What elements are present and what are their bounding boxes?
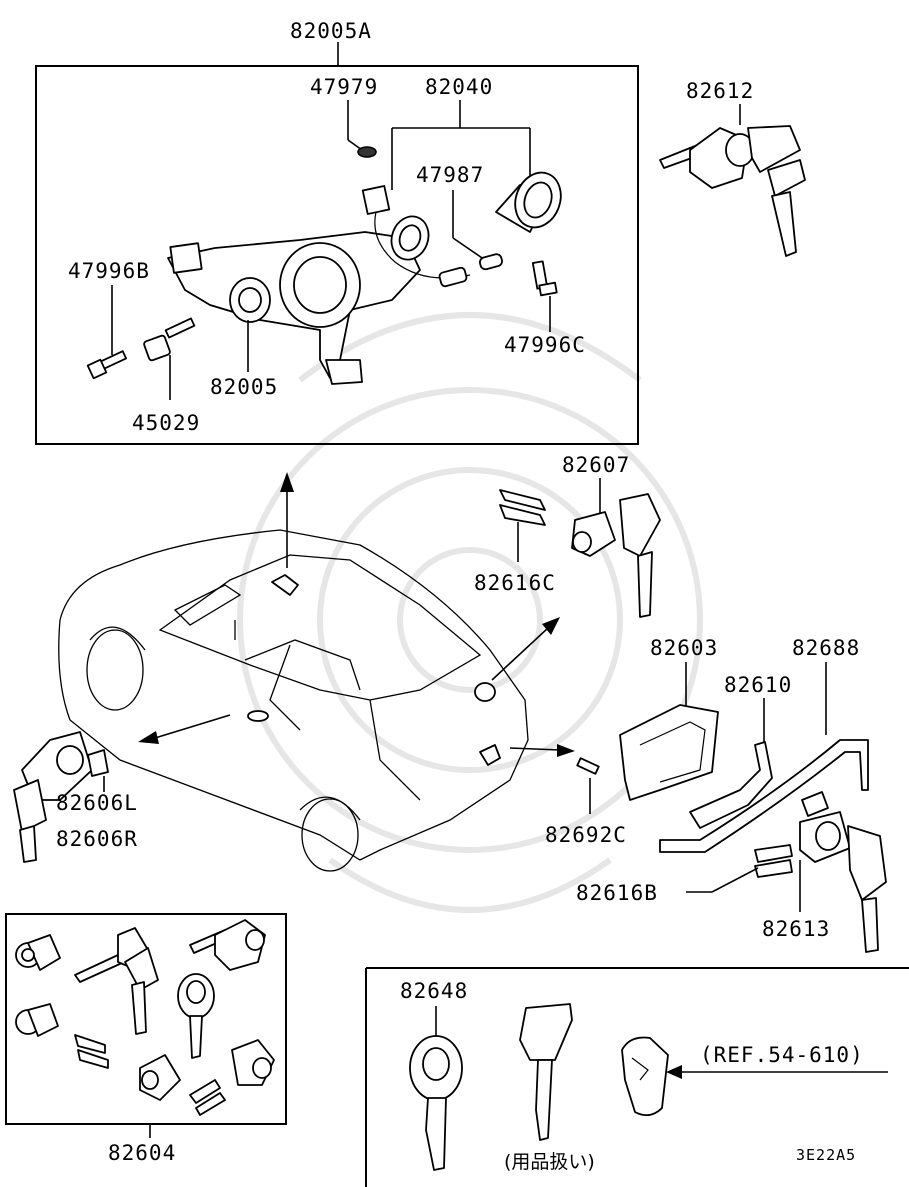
accessory-key-blank: [519, 1003, 573, 1141]
car-door-handle-mark: [247, 710, 269, 722]
label-82688: 82688: [792, 636, 860, 660]
label-47987: 47987: [416, 163, 484, 187]
label-45029: 45029: [132, 411, 200, 435]
vehicle-body-outline: [58, 529, 529, 872]
label-82606R: 82606R: [56, 827, 138, 851]
part-82603-lock-housing: [619, 704, 719, 801]
keyless-remote-fob: [621, 1036, 669, 1117]
part-82648-key: [409, 1035, 463, 1171]
accessory-keys-area: 82648 (用品扱い) (REF.54-610) 3E22A5: [365, 967, 909, 1187]
watermark-emblem: [237, 312, 703, 913]
set-fuel-cylinder: [15, 1003, 59, 1037]
part-82692C-screw: 82692C: [545, 757, 627, 847]
label-47979: 47979: [310, 75, 378, 99]
label-82616C: 82616C: [474, 571, 556, 595]
set-key-2: [124, 947, 159, 1035]
set-door-cylinder: [15, 934, 61, 971]
set-cylinder-3: [231, 1039, 275, 1086]
label-82610: 82610: [724, 673, 792, 697]
label-82613: 82613: [762, 917, 830, 941]
accessory-note: (用品扱い): [504, 1151, 595, 1173]
label-82005: 82005: [210, 375, 278, 399]
part-82610-rod: [689, 741, 773, 829]
set-cylinder-2: [139, 1054, 181, 1101]
car-ignition-mark: [271, 574, 299, 596]
part-82607-lock-cylinder: 82607: [562, 453, 661, 618]
label-82692C: 82692C: [545, 823, 627, 847]
car-fuel-door-mark: [474, 682, 496, 702]
part-82612-ignition-cylinder: 82612: [659, 79, 806, 257]
label-82612: 82612: [686, 79, 754, 103]
label-82607: 82607: [562, 453, 630, 477]
label-82005A: 82005A: [290, 19, 372, 43]
label-82648: 82648: [400, 979, 468, 1003]
label-82604: 82604: [108, 1141, 176, 1165]
lock-set-box: 82604: [5, 913, 287, 1165]
part-82616C-clip: 82616C: [474, 489, 556, 595]
part-82040-ring: [495, 171, 562, 233]
label-82040: 82040: [425, 75, 493, 99]
set-ignition-cylinder: [189, 919, 266, 971]
part-45029-shear-bolt: [143, 317, 196, 362]
label-47996B: 47996B: [68, 259, 150, 283]
part-47996B-bolt: [86, 350, 127, 380]
part-47979-plug: [357, 146, 377, 158]
part-82616B-clip: 82616B: [576, 844, 793, 905]
label-47996C: 47996C: [504, 333, 586, 357]
part-82613-lock-cylinder: 82613: [762, 791, 887, 953]
label-82606L: 82606L: [56, 791, 138, 815]
part-82606-door-cylinder: 82606L 82606R: [13, 731, 138, 863]
label-82603: 82603: [650, 636, 718, 660]
location-arrows: [138, 472, 575, 757]
set-key-3: [177, 973, 215, 1059]
label-82616B: 82616B: [576, 881, 658, 905]
tailgate-lock-group: 82603 82610 82688: [619, 636, 869, 853]
part-47987-bulb: [479, 253, 503, 271]
car-tailgate-mark: [479, 744, 501, 766]
label-ref-54-610: (REF.54-610): [700, 1043, 864, 1067]
diagram-code: 3E22A5: [796, 1146, 856, 1164]
part-47996C-screw: [531, 260, 558, 297]
part-82005-column-switch: [167, 185, 471, 385]
part-82688-rod: [659, 739, 869, 853]
ignition-assembly-box: 82005A 47979 82040 47987: [35, 19, 639, 445]
set-clip-1: [74, 1034, 109, 1069]
set-clip-2: [189, 1079, 226, 1116]
